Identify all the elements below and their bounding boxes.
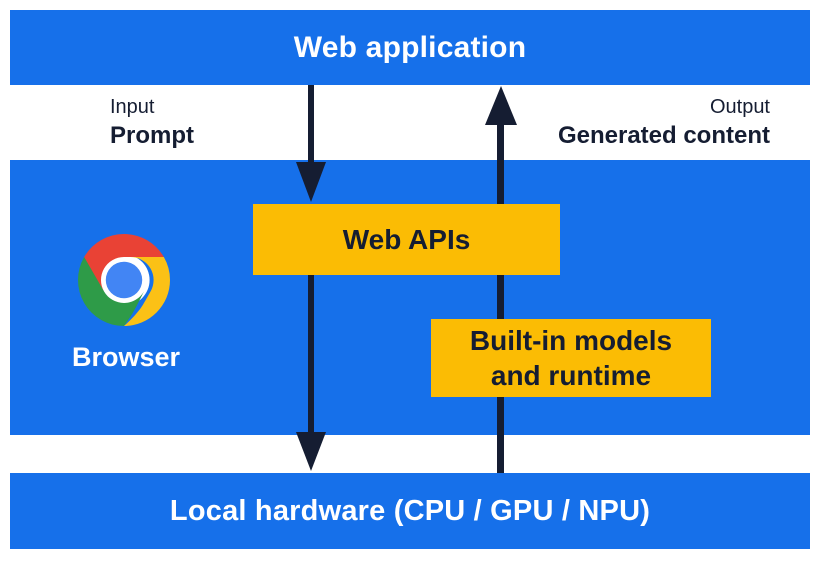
local-hardware-label: Local hardware (CPU / GPU / NPU) <box>169 494 651 527</box>
output-title: Output <box>709 96 770 118</box>
web-apis-box: Web APIs <box>253 204 560 275</box>
prompt-flow-arrow-line-upper <box>308 85 314 170</box>
builtin-models-label-line1: Built-in models <box>469 325 673 356</box>
output-value-generated-content: Generated content <box>557 122 770 149</box>
input-annotation: Input Prompt <box>110 94 194 149</box>
output-flow-arrow-line <box>497 118 504 474</box>
input-value-prompt: Prompt <box>110 122 194 149</box>
web-application-layer: Web application <box>10 10 810 85</box>
builtin-models-label-line2: and runtime <box>490 360 652 391</box>
browser-label: Browser <box>71 342 181 372</box>
web-apis-label: Web APIs <box>342 223 471 255</box>
web-application-label: Web application <box>293 30 527 64</box>
prompt-flow-arrowhead-into-web-apis <box>296 162 326 202</box>
chrome-icon <box>78 234 170 326</box>
prompt-flow-arrowhead-into-hardware <box>296 432 326 471</box>
local-hardware-layer: Local hardware (CPU / GPU / NPU) <box>10 473 810 549</box>
prompt-flow-arrow-line-lower <box>308 275 314 440</box>
output-annotation: Output Generated content <box>558 94 770 149</box>
builtin-models-box: Built-in models and runtime <box>431 319 711 397</box>
input-title: Input <box>110 96 155 118</box>
